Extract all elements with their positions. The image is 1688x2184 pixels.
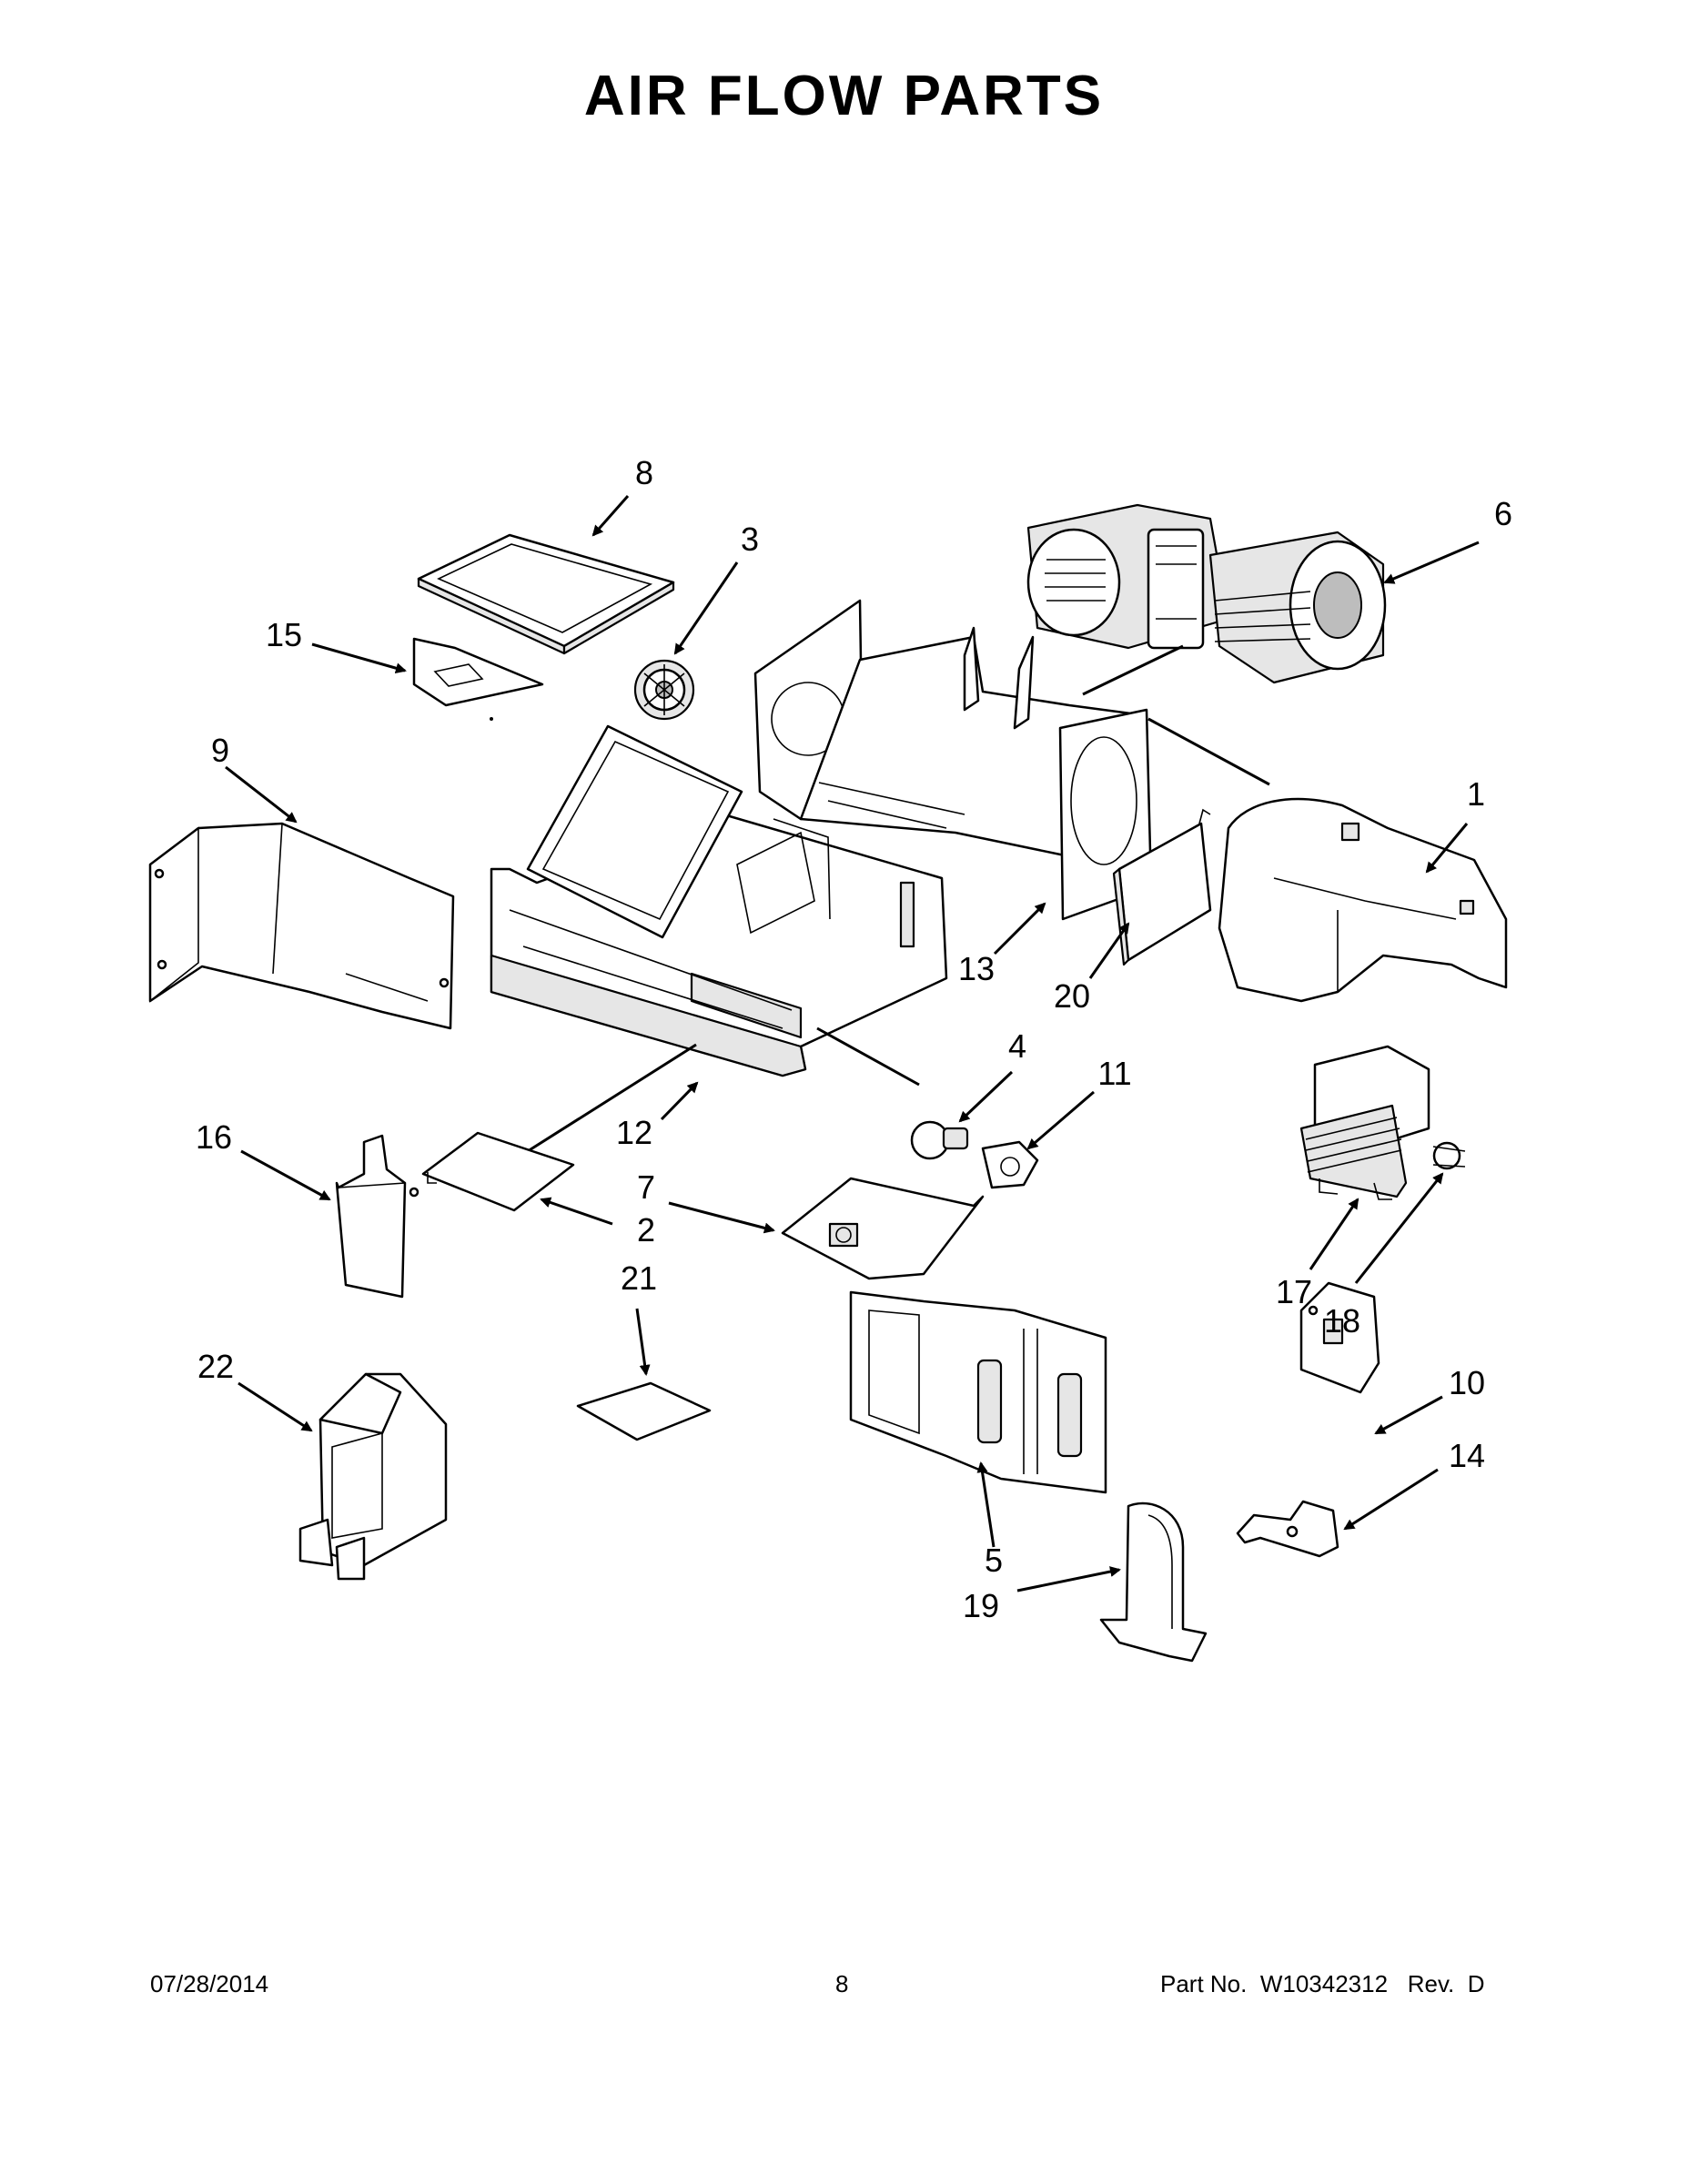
part-19-vent: [1099, 1502, 1208, 1663]
callout-7: 7: [636, 1168, 656, 1206]
callout-12: 12: [615, 1114, 653, 1151]
part-16-bracket: [335, 1134, 419, 1299]
footer-page-number: 8: [835, 1970, 849, 1997]
part-3-fan-motor: [633, 659, 695, 721]
callout-18: 18: [1323, 1302, 1361, 1340]
part-1-top-duct: [1218, 797, 1508, 1003]
callout-19: 19: [962, 1587, 1000, 1624]
callout-5: 5: [984, 1542, 1004, 1579]
part-17-transformer: [1299, 1045, 1430, 1200]
part-no-label: Part No.: [1160, 1970, 1248, 1997]
part-4-lamp: [910, 1120, 969, 1160]
page-title: AIR FLOW PARTS: [583, 65, 1105, 127]
part-10-board: [1299, 1281, 1380, 1394]
callout-9: 9: [210, 732, 230, 769]
callout-6: 6: [1493, 495, 1513, 532]
part-no-value: W10342312: [1259, 1970, 1389, 1997]
part-6-blower-assembly: [1026, 503, 1387, 696]
callout-22: 22: [197, 1348, 235, 1385]
callout-3: 3: [740, 521, 760, 558]
part-18-thermostat: [1432, 1141, 1466, 1170]
part-8-filter-frame: [417, 533, 675, 655]
part-15-plate: [412, 637, 544, 721]
part-7-plate: [781, 1177, 985, 1280]
callout-17: 17: [1275, 1273, 1313, 1310]
part-11-lamp-socket: [981, 1140, 1039, 1189]
callout-16: 16: [195, 1118, 233, 1156]
footer-date: 07/28/2014: [150, 1970, 269, 1997]
callout-11: 11: [1097, 1055, 1132, 1092]
callout-1: 1: [1466, 775, 1486, 813]
rev-value: D: [1467, 1970, 1485, 1997]
footer-part-number: Part No. W10342312 Rev. D: [1160, 1970, 1485, 1998]
part-22-box-bracket: [298, 1372, 448, 1581]
part-21-pad: [576, 1381, 712, 1441]
rev-label: Rev.: [1407, 1970, 1455, 1997]
callout-15: 15: [265, 616, 303, 653]
callout-10: 10: [1448, 1364, 1486, 1401]
callout-4: 4: [1007, 1027, 1027, 1065]
part-2-plate: [421, 1131, 575, 1212]
part-12-base-assembly: [490, 724, 948, 1153]
callout-13: 13: [957, 950, 996, 987]
part-9-side-panel: [148, 822, 455, 1030]
part-14-bracket: [1236, 1500, 1339, 1558]
callout-8: 8: [634, 454, 654, 491]
callout-21: 21: [620, 1259, 658, 1297]
callout-14: 14: [1448, 1437, 1486, 1474]
callout-20: 20: [1053, 977, 1091, 1015]
part-5-lower-panel: [849, 1290, 1107, 1494]
leader-lines: [225, 495, 1480, 1592]
callout-2: 2: [636, 1211, 656, 1249]
